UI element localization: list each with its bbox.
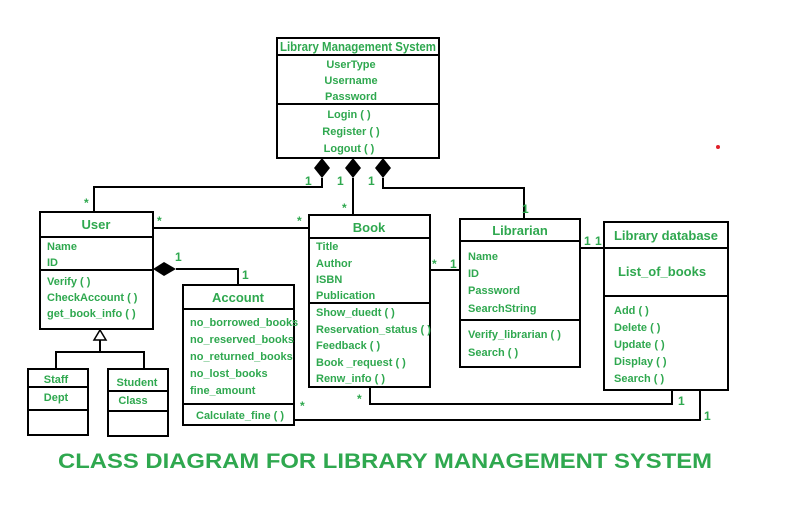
multiplicity-label: 1 (678, 394, 685, 408)
method: Update ( ) (614, 339, 665, 351)
link-generalization-student (100, 351, 145, 369)
method: Renw_info ( ) (316, 373, 385, 385)
connections (55, 178, 701, 421)
multiplicity-label: * (357, 392, 362, 406)
method: Book _request ( ) (316, 357, 406, 369)
attribute: fine_amount (190, 385, 256, 397)
class-name: Student (117, 377, 158, 389)
attribute: Title (316, 241, 338, 253)
multiplicity-label: 1 (337, 174, 344, 188)
class-name: Book (353, 220, 386, 235)
multiplicity-label: 1 (450, 257, 457, 271)
multiplicity-label: 1 (242, 268, 249, 282)
composition-diamond-lms-user (314, 158, 330, 178)
multiplicity-label: * (300, 399, 305, 413)
class-staff: Staff Dept (27, 368, 89, 436)
attribute: Author (316, 258, 353, 270)
attribute: ISBN (316, 274, 342, 286)
class-name: Librarian (492, 223, 548, 238)
multiplicity-label: 1 (704, 409, 711, 423)
method: CheckAccount ( ) (47, 292, 138, 304)
multiplicity-label: * (157, 214, 162, 228)
method: Display ( ) (614, 356, 667, 368)
method: get_book_info ( ) (47, 308, 136, 320)
composition-diamond-lms-book (345, 158, 361, 178)
attribute: Password (468, 285, 520, 297)
multiplicity-label: 1 (595, 234, 602, 248)
attribute: no_borrowed_books (190, 317, 298, 329)
diagram-title: CLASS DIAGRAM FOR LIBRARY MANAGEMENT SYS… (58, 450, 712, 473)
link-lms-librarian (382, 178, 525, 219)
attribute: no_reserved_books (190, 334, 294, 346)
class-user: User Name ID Verify ( ) CheckAccount ( )… (39, 211, 154, 330)
multiplicity-label: 1 (584, 234, 591, 248)
attribute: Name (47, 241, 77, 253)
attribute: Password (325, 91, 377, 103)
class-name: Staff (44, 374, 69, 386)
method: Login ( ) (327, 109, 371, 121)
method: Search ( ) (468, 347, 518, 359)
attribute: UserType (326, 59, 375, 71)
class-librarian: Librarian Name ID Password SearchString … (459, 218, 581, 368)
multiplicity-labels: 1 * 1 * 1 1 * * 1 1 * 1 1 1 * 1 * 1 (84, 174, 711, 423)
link-book-db (369, 387, 673, 405)
attribute: Name (468, 251, 498, 263)
generalization-triangle (92, 328, 108, 341)
attribute: no_lost_books (190, 368, 268, 380)
method: Verify ( ) (47, 276, 91, 288)
method: Verify_librarian ( ) (468, 329, 561, 341)
composition-diamond-user-account (153, 262, 176, 276)
method: Delete ( ) (614, 322, 661, 334)
class-book: Book Title Author ISBN Publication Show_… (308, 214, 431, 388)
method: Logout ( ) (324, 143, 375, 155)
multiplicity-label: * (342, 201, 347, 215)
multiplicity-label: 1 (175, 250, 182, 264)
method: Add ( ) (614, 305, 649, 317)
method: Reservation_status ( ) (316, 324, 431, 336)
attribute: Dept (44, 392, 69, 404)
method: Register ( ) (322, 126, 380, 138)
multiplicity-label: 1 (305, 174, 312, 188)
link-user-generalization (55, 340, 101, 369)
class-name: User (82, 217, 111, 232)
class-name: Library Management System (280, 39, 436, 54)
class-library-management-system: Library Management System UserType Usern… (276, 37, 440, 159)
method: Search ( ) (614, 373, 664, 385)
multiplicity-label: * (84, 196, 89, 210)
composition-diamond-lms-librarian (375, 158, 391, 178)
method: Calculate_fine ( ) (196, 410, 284, 422)
link-lms-user (93, 178, 323, 212)
class-account: Account no_borrowed_books no_reserved_bo… (182, 284, 298, 426)
class-student: Student Class (107, 368, 169, 437)
attribute: no_returned_books (190, 351, 293, 363)
class-name: Account (212, 290, 265, 305)
red-dot (716, 145, 720, 149)
link-account-db (294, 390, 701, 421)
attribute: List_of_books (618, 264, 706, 279)
multiplicity-label: 1 (522, 202, 529, 216)
attribute: SearchString (468, 303, 536, 315)
attribute: Username (324, 75, 377, 87)
attribute: Class (118, 395, 147, 407)
attribute: ID (468, 268, 479, 280)
link-user-account (176, 268, 239, 285)
multiplicity-label: * (432, 257, 437, 271)
multiplicity-label: 1 (368, 174, 375, 188)
class-name: Library database (614, 228, 718, 243)
class-library-database: Library database List_of_books Add ( ) D… (603, 221, 729, 391)
attribute: ID (47, 257, 58, 269)
method: Show_duedt ( ) (316, 307, 395, 319)
multiplicity-label: * (297, 214, 302, 228)
attribute: Publication (316, 290, 376, 302)
method: Feedback ( ) (316, 340, 381, 352)
